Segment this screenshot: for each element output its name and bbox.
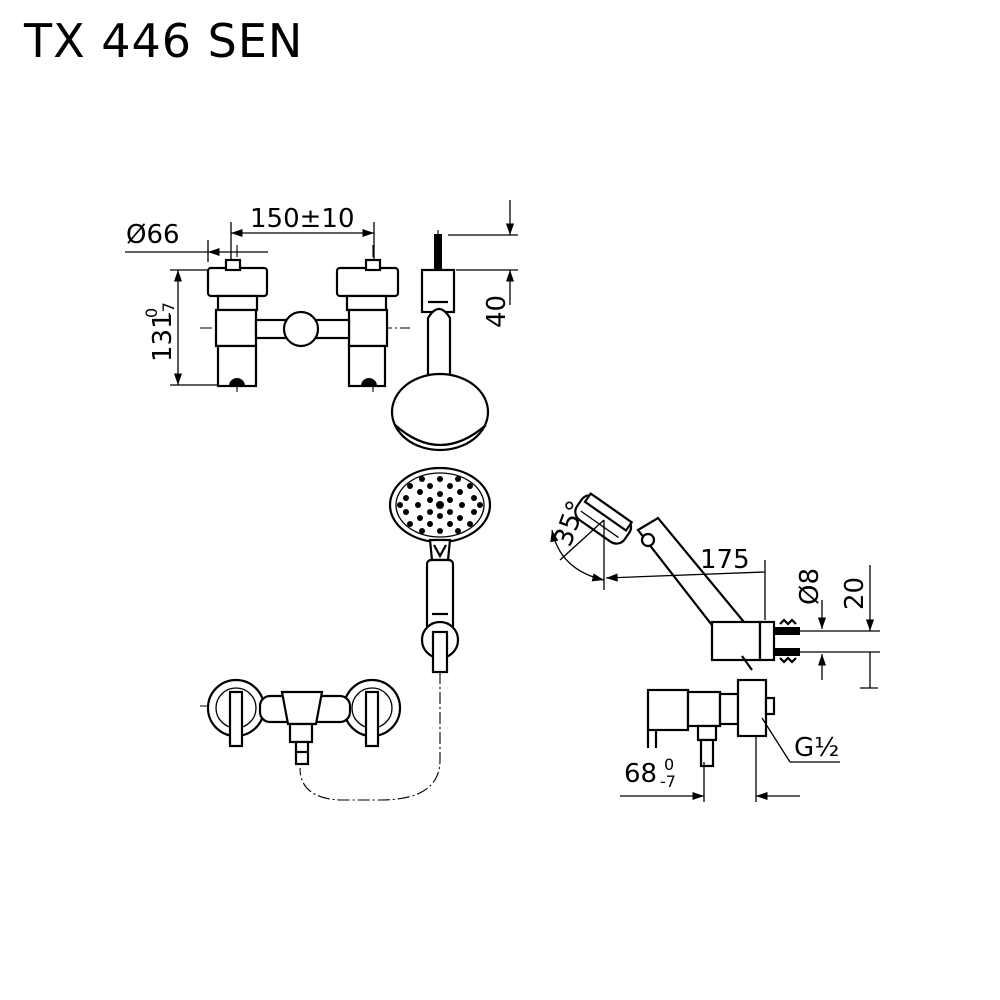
mixer-top-view (200, 245, 410, 392)
thread-label: G½ (794, 733, 839, 763)
dimension-label-131: 131 (148, 312, 178, 362)
nozzle-pattern (397, 476, 483, 534)
dimension-projection-68: 68 0 -7 (620, 736, 800, 802)
dimension-diameter-8: Ø8 (795, 568, 880, 680)
shower-head-front (388, 466, 492, 674)
dimension-label-20: 20 (840, 577, 870, 610)
dimension-height-131: 131 0 -7 (142, 269, 218, 386)
dimension-spacing-150: 150±10 (230, 204, 375, 260)
dimension-label-diameter-8: Ø8 (795, 568, 825, 605)
mixer-side-view (646, 678, 776, 768)
hose-line (299, 672, 441, 801)
dimension-tol-upper-131: 0 (142, 308, 161, 318)
dimension-label-diameter-66: Ø66 (126, 220, 180, 250)
dimension-tol-upper-68: 0 (664, 755, 674, 774)
dimension-length-175: 175 (605, 545, 766, 620)
wall-holder-front (420, 230, 456, 318)
product-code-title: TX 446 SEN (24, 14, 304, 68)
shower-head-back (390, 307, 490, 452)
thread-callout: G½ (761, 717, 840, 763)
dimension-label-40: 40 (482, 295, 512, 328)
dimension-tol-lower-131: -7 (159, 302, 178, 318)
mixer-front-view (200, 678, 402, 766)
dimension-tol-lower-68: -7 (660, 772, 676, 791)
dimension-spacing-20: 20 (840, 565, 878, 689)
dimension-diameter-66: Ø66 (125, 220, 268, 262)
dimension-label-spacing: 150±10 (250, 204, 355, 234)
hand-shower-side-view (574, 492, 800, 671)
dimension-label-68: 68 (624, 759, 657, 789)
dimension-label-175: 175 (700, 545, 750, 575)
dimension-label-angle: 35° (548, 497, 592, 551)
dimension-holder-40: 40 (448, 200, 518, 328)
